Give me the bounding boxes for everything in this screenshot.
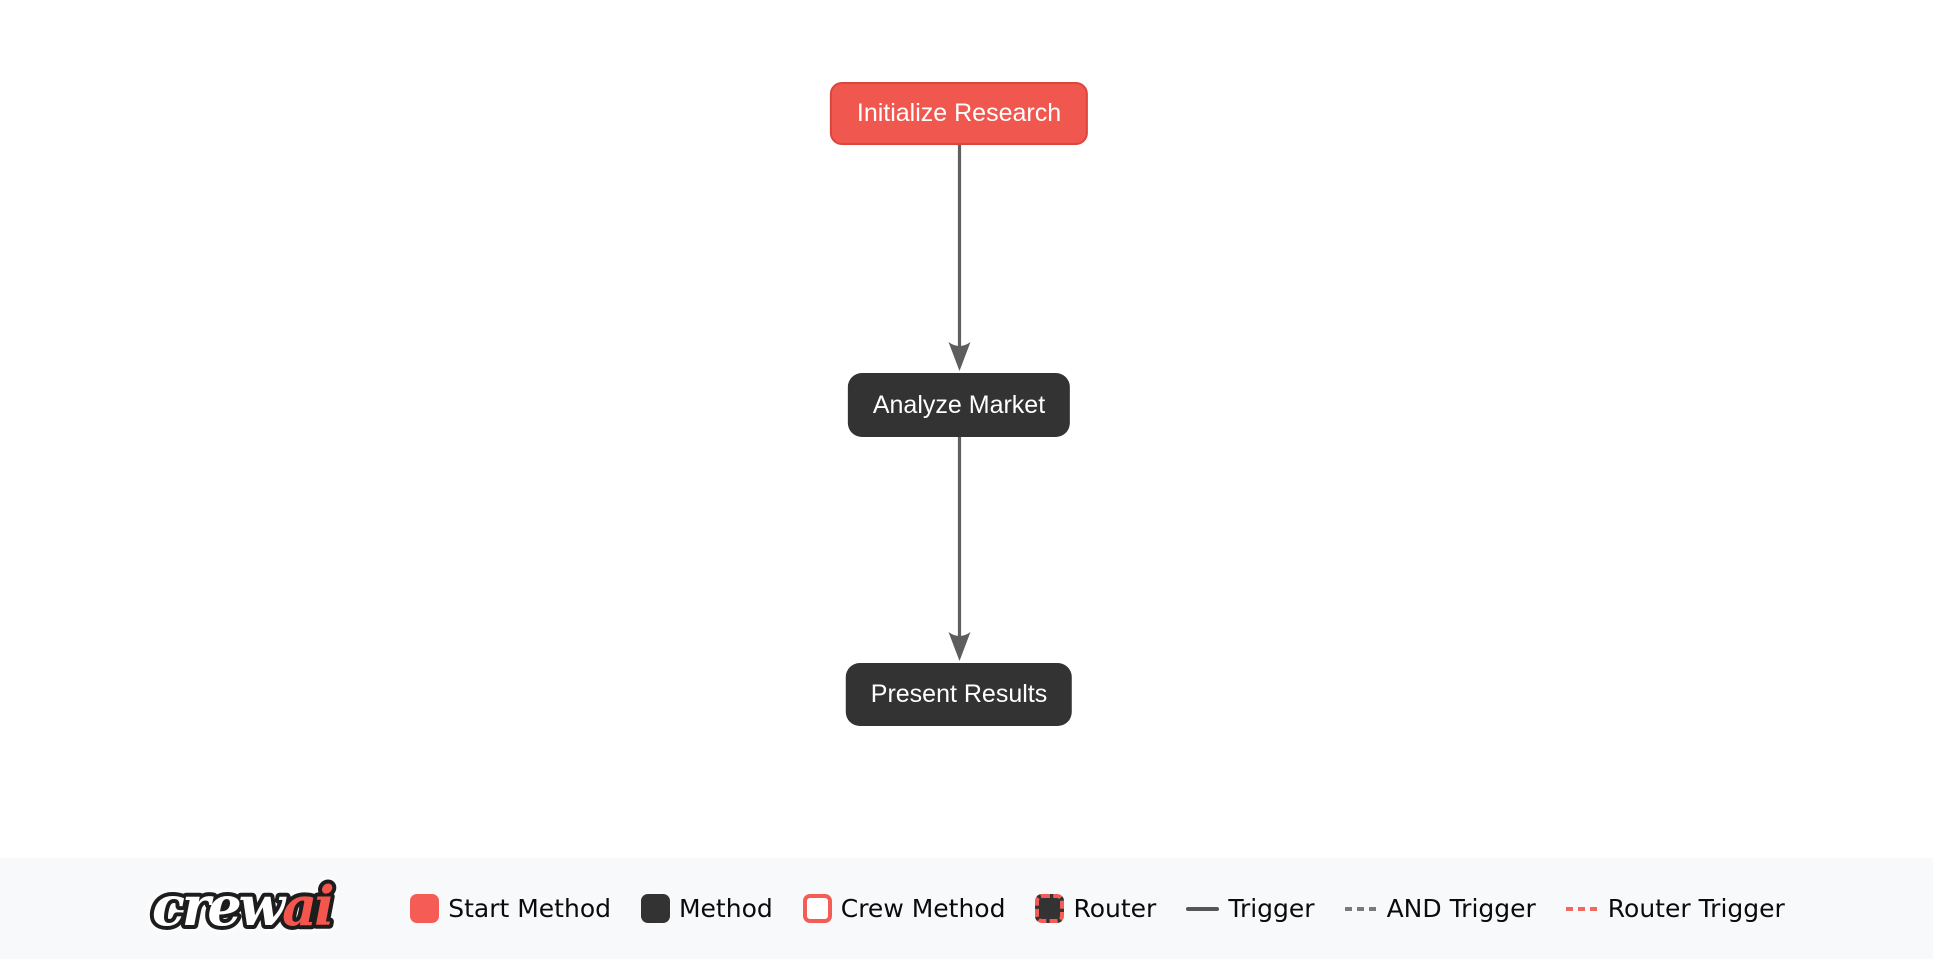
trigger-line [1186,906,1220,911]
legend-item-crew-method: Crew Method [802,894,1006,923]
legend-label: Router [1073,894,1157,923]
and-trigger-line [1344,906,1378,911]
logo-text: crewai [152,875,333,938]
start-method-swatch [410,894,440,923]
legend-item-router: Router [1035,894,1156,923]
node-present-results[interactable]: Present Results [845,663,1073,726]
legend-item-and-trigger: AND Trigger [1344,894,1536,923]
router-swatch [1035,894,1065,923]
router-trigger-line [1565,906,1599,911]
legend-label: Router Trigger [1607,894,1785,923]
legend-label: Method [678,894,773,923]
legend-item-router-trigger: Router Trigger [1565,894,1785,923]
legend-label: Trigger [1228,894,1315,923]
logo-outline: crewai [152,875,333,938]
edge-trigger-1 [948,145,971,371]
legend-label: AND Trigger [1386,894,1536,923]
edge-trigger-2 [948,437,971,661]
flow-canvas[interactable]: Initialize Research Analyze Market Prese… [0,0,1933,858]
crewai-logo: crewai crewai crewai [148,875,376,943]
legend-label: Crew Method [840,894,1006,923]
method-swatch [640,894,670,923]
node-initialize-research[interactable]: Initialize Research [829,82,1089,145]
legend-item-start-method: Start Method [410,894,611,923]
legend-item-trigger: Trigger [1186,894,1315,923]
node-analyze-market[interactable]: Analyze Market [847,373,1071,437]
legend-item-method: Method [640,894,773,923]
crew-method-swatch [802,894,832,923]
legend-label: Start Method [448,894,611,923]
legend-bar: crewai crewai crewai Start Method Method… [0,858,1933,959]
